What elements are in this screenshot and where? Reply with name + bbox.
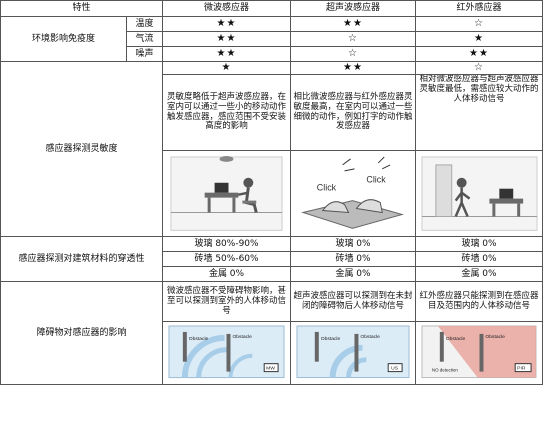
obstacle-text: Obstacle [232,334,252,340]
star-rating: ☆ [415,61,544,75]
penetration-value: 砖墙 50%-60% [162,251,292,268]
walking-person-illustration [418,153,541,235]
obstacle-diagram-ultrasonic: Obstacle Obstacle US [290,321,417,385]
obstacle-wall [226,334,231,372]
person-icon [243,177,254,188]
sensor-icon [219,155,234,162]
env-label: 环境影响免疫度 [0,16,127,62]
penetration-value: 玻璃 0% [415,236,544,253]
star-rating: ☆ [290,31,417,47]
sensitivity-desc-ultrasonic: 相比微波感应器与红外感应器灵敏度最高，在室内可以通过一些细微的动作，例如打字的动… [290,74,417,151]
penetration-row-glass: 感应器探测对建筑材料的穿透性 玻璃 80%-90% 玻璃 0% 玻璃 0% [0,236,544,283]
ultrasonic-coverage-diagram: Obstacle Obstacle US [296,325,410,379]
env-sub-label: 温度 [125,16,164,32]
star-rating: ★ [415,31,544,47]
hand-icon [321,201,350,214]
obstacle-desc-row: 障碍物对感应器的影响 微波感应器不受障碍物影响，甚至可以探测到室外的人体移动信号… [0,281,544,385]
penetration-value: 砖墙 0% [415,251,544,268]
obstacle-desc-infrared: 红外感应器只能探测到在感应器目及范围内的人体移动信号 [415,281,544,323]
door-icon [435,164,453,217]
env-sub-label: 噪声 [125,46,164,62]
header-ultrasonic: 超声波感应器 [290,0,417,17]
penetration-value: 金属 0% [162,266,292,283]
sensitivity-stars-row: 感应器探测灵敏度 ★ ★★ ☆ [0,60,544,238]
office-person-illustration [165,153,289,235]
obstacle-text: Obstacle [485,334,505,340]
env-sub-label: 气流 [125,31,164,47]
obstacle-text: Obstacle [360,334,380,340]
penetration-value: 砖墙 0% [290,251,417,268]
penetration-value: 金属 0% [290,266,417,283]
illustration-microwave [162,149,292,238]
hand-icon [355,199,383,214]
obstacle-diagram-row: Obstacle Obstacle MW Obstacle Obstacle U… [1,321,544,385]
star-rating: ★★ [162,16,292,32]
illustration-infrared [415,149,544,238]
sensitivity-label: 感应器探测灵敏度 [0,60,164,238]
obstacle-wall [479,334,484,372]
header-row: 特性 微波感应器 超声波感应器 红外感应器 [0,0,544,17]
star-rating: ☆ [415,16,544,32]
env-row-temperature: 环境影响免疫度 温度 ★★ ★★ ☆ [0,16,544,62]
penetration-value: 金属 0% [415,266,544,283]
obstacle-wall [439,332,444,363]
obstacle-text: Obstacle [446,336,466,342]
obstacle-desc-microwave: 微波感应器不受障碍物影响，甚至可以探测到室外的人体移动信号 [162,281,292,323]
click-label: Click [366,175,386,185]
penetration-row-metal: 金属 0% 金属 0% 金属 0% [1,266,544,283]
sensitivity-desc-infrared: 相对微波感应器与超声波感应器灵敏度最低，需感应较大动作的人体移动信号 [415,74,544,151]
star-rating: ★ [162,61,292,75]
person-icon [456,177,467,188]
comparison-table: 特性 微波感应器 超声波感应器 红外感应器 环境影响免疫度 温度 ★★ ★★ ☆… [0,0,544,385]
header-feature: 特性 [0,0,164,17]
obstacle-diagram-microwave: Obstacle Obstacle MW [162,321,292,385]
obstacle-text: Obstacle [189,336,209,342]
no-detection-text: NO detection [432,368,459,373]
star-rating: ★★ [162,46,292,62]
star-rating: ★★ [415,46,544,62]
star-rating: ☆ [290,46,417,62]
sensitivity-desc-microwave: 灵敏度略低于超声波感应器，在室内可以通过一些小的移动动作触发感应器，感应范围不受… [162,74,292,151]
infrared-coverage-diagram: Obstacle Obstacle NO detection PIR [421,325,537,379]
obstacle-wall [354,334,359,372]
header-microwave: 微波感应器 [162,0,292,17]
illustration-ultrasonic: Click Click [290,149,417,238]
sensor-tag: PIR [517,366,526,372]
sensitivity-illustration-row: Click Click [1,149,544,238]
typing-hands-illustration: Click Click [293,153,414,235]
obstacle-text: Obstacle [321,336,341,342]
obstacle-wall [182,332,187,363]
sensor-tag: MW [266,366,275,372]
penetration-value: 玻璃 0% [290,236,417,253]
star-rating: ★★ [162,31,292,47]
penetration-value: 玻璃 80%-90% [162,236,292,253]
sensor-tag: US [391,366,399,372]
obstacle-diagram-infrared: Obstacle Obstacle NO detection PIR [415,321,544,385]
obstacle-desc-ultrasonic: 超声波感应器可以探测到在未封闭的障碍物后人体移动信号 [290,281,417,323]
obstacle-wall [314,332,319,363]
star-rating: ★★ [290,61,417,75]
penetration-label: 感应器探测对建筑材料的穿透性 [0,236,164,283]
star-rating: ★★ [290,16,417,32]
obstacle-label: 障碍物对感应器的影响 [0,281,164,385]
click-label: Click [317,183,337,193]
env-row-airflow: 气流 ★★ ☆ ★ [1,31,544,47]
microwave-coverage-diagram: Obstacle Obstacle MW [168,325,285,379]
header-infrared: 红外感应器 [415,0,544,17]
